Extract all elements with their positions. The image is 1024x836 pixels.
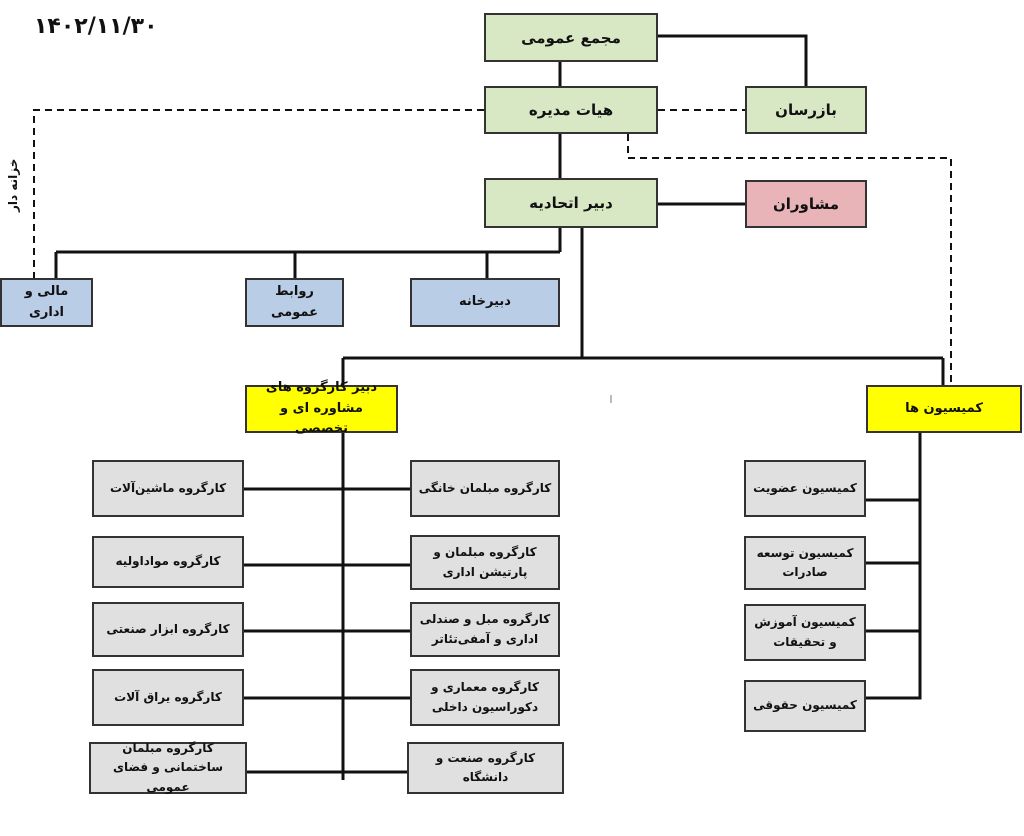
advisors-box: مشاوران — [745, 180, 867, 228]
comm-export-box: کمیسیون توسعه صادرات — [744, 536, 866, 590]
wg-office-furniture-box: کارگروه مبلمان و پارتیشن اداری — [410, 535, 560, 590]
wg-office-chairs-box: کارگروه مبل و صندلی اداری و آمفی‌تئاتر — [410, 602, 560, 657]
wg-hardware-box: کارگروه یراق آلات — [92, 669, 244, 726]
general-assembly-box: مجمع عمومی — [484, 13, 658, 62]
public-relations-box: روابط عمومی — [245, 278, 344, 327]
wg-public-space-box: کارگروه مبلمان ساختمانی و فضای عمومی — [89, 741, 247, 794]
workgroups-secretary-box: دبیر کارگروه های مشاوره ای و تخصصی — [245, 380, 398, 436]
comm-membership-box: کمیسیون عضویت — [744, 460, 866, 517]
wg-raw-materials-box: کارگروه مواداولیه — [92, 536, 244, 588]
secretariat-box: دبیرخانه — [410, 278, 560, 327]
wg-home-furniture-box: کارگروه مبلمان خانگی — [410, 460, 560, 517]
commissions-box: کمیسیون ها — [866, 385, 1022, 433]
wg-industry-university-box: کارگروه صنعت و دانشگاه — [407, 742, 564, 794]
inspector-box: بازرسان — [745, 86, 867, 134]
comm-education-box: کمیسیون آموزش و تحقیقات — [744, 604, 866, 661]
comm-legal-box: کمیسیون حقوقی — [744, 680, 866, 732]
finance-box: مالی و اداری — [0, 278, 93, 327]
date-label: ۱۴۰۲/۱۱/۳۰ — [34, 14, 158, 39]
board-box: هیات مدیره — [484, 86, 658, 134]
wg-machinery-box: کارگروه ماشین‌آلات — [92, 460, 244, 517]
secretary-box: دبیر اتحادیه — [484, 178, 658, 228]
wg-architecture-box: کارگروه معماری و دکوراسیون داخلی — [410, 669, 560, 726]
treasurer-label: خزانه دار — [6, 158, 20, 212]
wg-industrial-tools-box: کارگروه ابزار صنعتی — [92, 602, 244, 657]
